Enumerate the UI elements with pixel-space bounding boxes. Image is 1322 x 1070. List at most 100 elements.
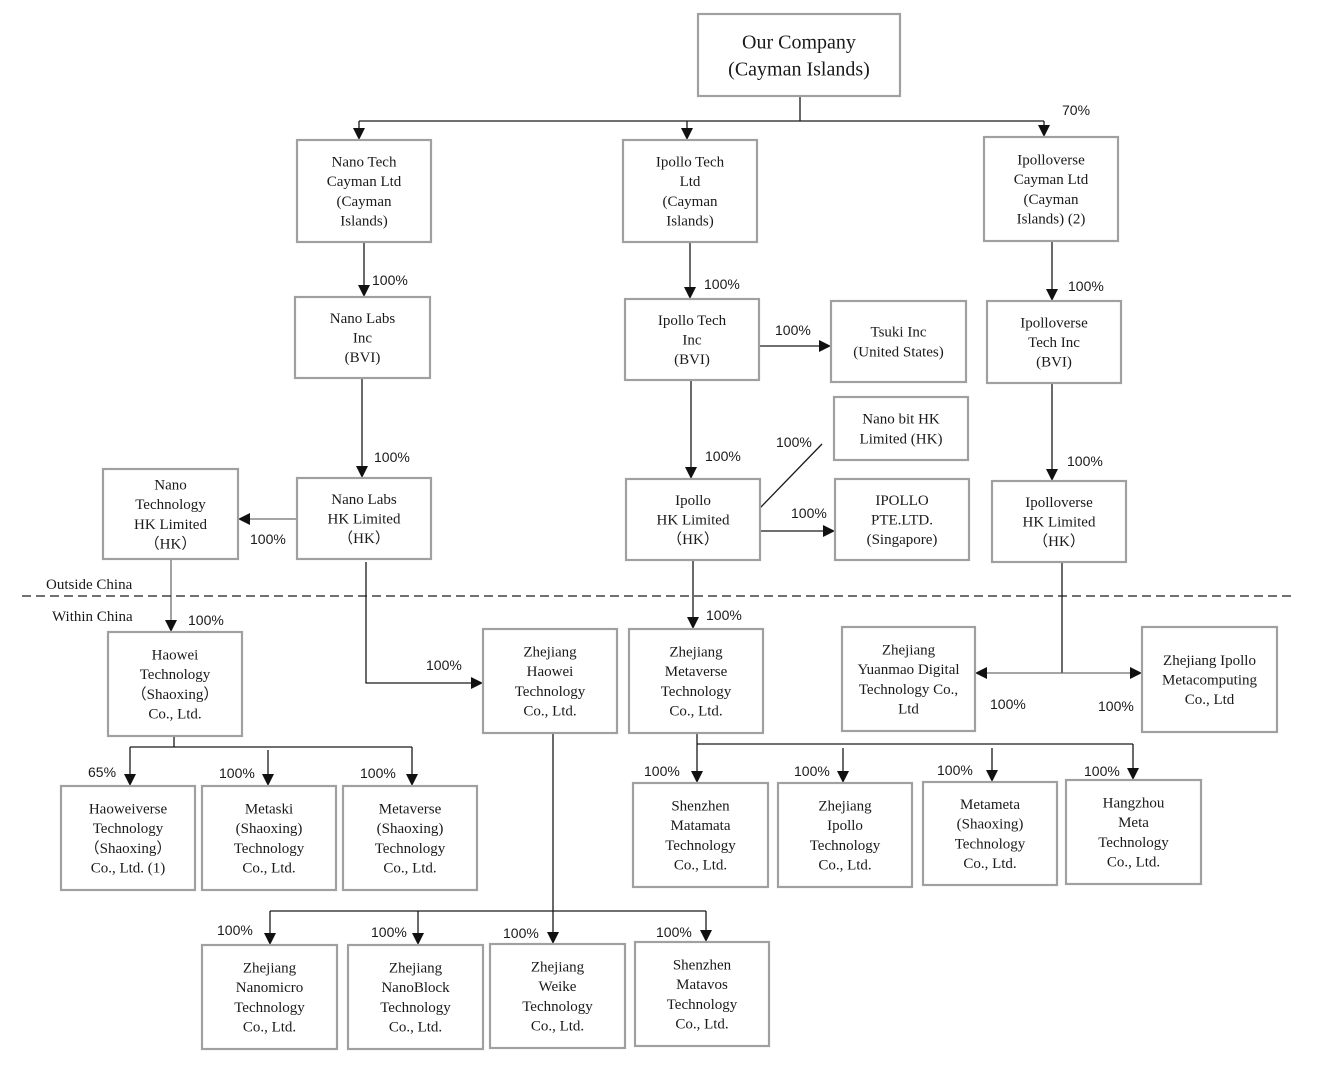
entity-name-line: Ipolloverse <box>1017 153 1085 169</box>
entity-name-line: HK Limited <box>657 513 730 529</box>
arrowhead-icon <box>358 285 370 297</box>
ownership-percentage-ipolloverse-hk: 100% <box>1067 453 1103 469</box>
arrowhead-icon <box>975 667 987 679</box>
entity-name-line: Co., Ltd. <box>243 1019 296 1035</box>
ownership-percentage-hangzhou-meta: 100% <box>1084 763 1120 779</box>
entity-name-line: （HK） <box>667 531 719 548</box>
entity-box-border <box>200 943 339 1051</box>
entity-name-line: Technology <box>234 1000 305 1016</box>
entity-name-line: Nano Labs <box>330 311 396 327</box>
entity-name-line: Metameta <box>960 797 1020 813</box>
ownership-percentage-metameta: 100% <box>937 762 973 778</box>
arrowhead-icon <box>124 774 136 786</box>
entity-name-line: Haowei <box>152 648 199 664</box>
entity-name-line: Tech Inc <box>1028 335 1080 351</box>
entity-box-border <box>623 297 761 382</box>
entity-name-line: Zhejiang <box>243 961 297 977</box>
entity-name-line: Co., Ltd. <box>674 857 727 873</box>
entity-name-line: Technology <box>135 497 206 513</box>
arrowhead-icon <box>823 525 835 537</box>
arrowhead-icon <box>353 128 365 140</box>
ownership-percentage-haowei-shaoxing: 100% <box>188 612 224 628</box>
entity-name-line: Ipollo <box>827 818 863 834</box>
entity-name-line: Weike <box>539 979 577 995</box>
entity-name-line: Nano bit HK <box>862 412 940 428</box>
entity-box-border <box>1140 625 1279 734</box>
arrowhead-icon <box>356 466 368 478</box>
ownership-percentage-shenzhen-matamata: 100% <box>644 763 680 779</box>
entity-box-border <box>488 942 627 1050</box>
entity-name-line: Technology Co., <box>859 682 958 698</box>
entity-name-line: (Singapore) <box>867 532 938 548</box>
entity-name-line: Nano Tech <box>332 155 397 171</box>
entity-name-line: （HK） <box>145 535 197 552</box>
ownership-connector <box>269 733 707 933</box>
entity-name-line: (Shaoxing) <box>236 821 303 837</box>
entity-box-border <box>829 299 968 384</box>
entity-name-line: Metaverse <box>379 802 442 818</box>
ownership-percentage-ipollo-tech-inc: 100% <box>704 276 740 292</box>
entity-name-line: Ipollo Tech <box>658 313 727 329</box>
entity-name-line: （HK） <box>1033 533 1085 550</box>
ownership-percentage-zhejiang-ipollo-tech: 100% <box>794 763 830 779</box>
entity-name-line: Technology <box>665 838 736 854</box>
entity-name-line: Meta <box>1118 815 1149 831</box>
arrowhead-icon <box>837 771 849 783</box>
entity-name-line: Islands) <box>666 213 714 229</box>
entity-name-line: (Cayman <box>1024 192 1079 208</box>
entity-name-line: Co., Ltd. <box>818 857 871 873</box>
ownership-connector <box>696 733 1134 771</box>
ownership-percentage-zhejiang-metaverse: 100% <box>706 607 742 623</box>
ownership-percentage-zhejiang-nanoblock: 100% <box>371 924 407 940</box>
entity-name-line: Co., Ltd. <box>523 703 576 719</box>
ownership-connector <box>759 443 823 509</box>
connector-layer <box>124 96 1142 945</box>
entity-name-line: Matavos <box>676 977 728 993</box>
entity-name-line: (BVI) <box>674 352 710 368</box>
entity-name-line: Co., Ltd <box>1185 692 1235 708</box>
entity-box-border <box>293 295 432 380</box>
entity-box-our-company: Our Company(Cayman Islands) <box>696 12 902 98</box>
percentage-label-layer: 70%100%100%100%100%100%100%100%100%100%1… <box>88 102 1134 941</box>
entity-name-line: Technology <box>375 841 446 857</box>
entity-name-line: (United States) <box>853 344 943 360</box>
arrowhead-icon <box>684 287 696 299</box>
arrowhead-icon <box>691 771 703 783</box>
entity-name-line: Technology <box>810 838 881 854</box>
entity-name-line: Shenzhen <box>673 958 732 974</box>
entity-name-line: Ipolloverse <box>1020 315 1088 331</box>
arrowhead-icon <box>700 930 712 942</box>
entity-box-border <box>627 627 765 735</box>
entity-name-line: Metacomputing <box>1162 673 1257 689</box>
entity-name-line: Islands) <box>340 213 388 229</box>
entity-box-border <box>776 781 914 889</box>
entity-name-line: Co., Ltd. <box>669 703 722 719</box>
entity-name-line: Yuanmao Digital <box>857 662 959 678</box>
entity-box-border <box>832 395 970 462</box>
entity-name-line: Co., Ltd. <box>383 860 436 876</box>
entity-name-line: Zhejiang <box>531 960 585 976</box>
entity-name-line: Co., Ltd. <box>242 860 295 876</box>
entity-name-line: Technology <box>140 667 211 683</box>
entity-box-border <box>1064 778 1203 886</box>
entity-name-line: Zhejiang <box>882 643 936 659</box>
entity-box-border <box>101 467 240 561</box>
entity-box-border <box>921 780 1059 887</box>
entity-box-border <box>833 477 971 562</box>
arrowhead-icon <box>412 933 424 945</box>
entity-box-border <box>631 781 770 889</box>
entity-name-line: Technology <box>667 997 738 1013</box>
ownership-percentage-nano-bit-hk: 100% <box>776 434 812 450</box>
outside-china-label: Outside China <box>46 577 133 593</box>
